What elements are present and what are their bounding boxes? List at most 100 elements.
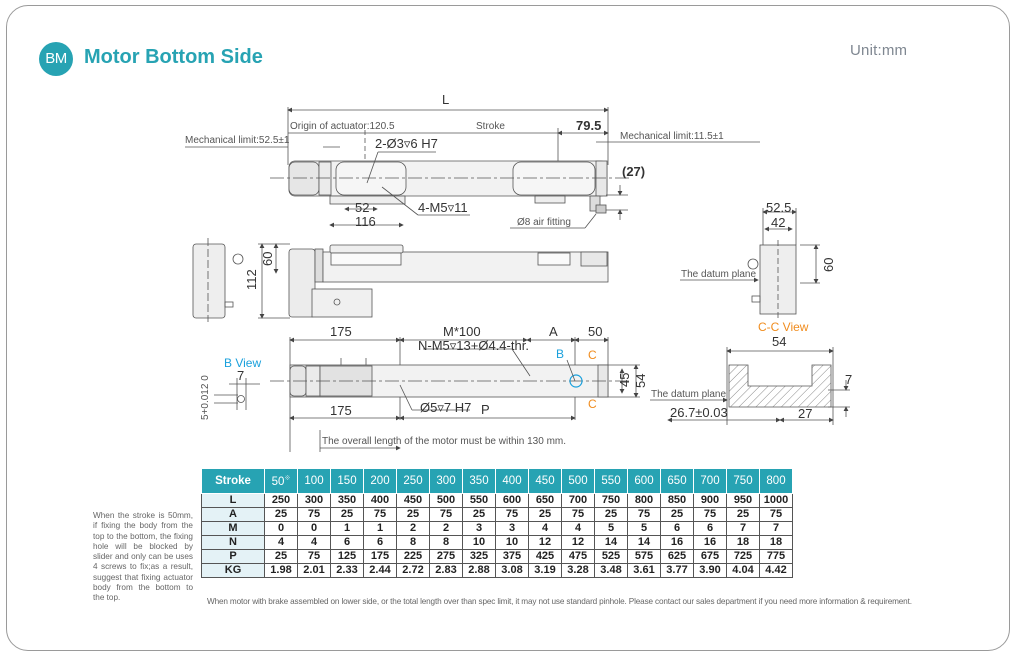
table-cell: 2.01: [297, 563, 331, 578]
table-cell: 725: [726, 549, 760, 564]
table-cell: 7: [726, 521, 760, 536]
table-cell: 175: [363, 549, 397, 564]
dim-45: 45: [617, 373, 632, 387]
table-cell: 75: [363, 507, 397, 522]
motor-length-note: The overall length of the motor must be …: [322, 436, 566, 447]
top-view: [185, 107, 760, 229]
table-cell: 2.88: [462, 563, 496, 578]
table-cell: 950: [726, 493, 760, 508]
header-stroke-6: 350: [462, 468, 496, 494]
table-cell: 225: [396, 549, 430, 564]
table-cell: 1: [330, 521, 364, 536]
table-cell: 375: [495, 549, 529, 564]
dim-L: L: [442, 92, 449, 107]
header-stroke: Stroke: [201, 468, 265, 494]
table-cell: 325: [462, 549, 496, 564]
table-cell: 125: [330, 549, 364, 564]
table-cell: 2.83: [429, 563, 463, 578]
table-cell: 900: [693, 493, 727, 508]
table-cell: 650: [528, 493, 562, 508]
b-view-dim-7: 7: [237, 368, 244, 383]
table-cell: 2: [396, 521, 430, 536]
table-cell: 75: [693, 507, 727, 522]
dim-116: 116: [355, 214, 376, 229]
table-cell: 4.42: [759, 563, 793, 578]
dim-112: 112: [244, 269, 259, 290]
stroke-value: 800: [766, 475, 786, 487]
stroke-value: 100: [304, 475, 324, 487]
table-cell: 350: [330, 493, 364, 508]
table-cell: 800: [627, 493, 661, 508]
table-cell: 2.33: [330, 563, 364, 578]
row-label: KG: [201, 563, 265, 578]
table-cell: 0: [264, 521, 298, 536]
table-cell: 4: [297, 535, 331, 550]
table-cell: 6: [693, 521, 727, 536]
table-cell: 10: [495, 535, 529, 550]
origin-label: Origin of actuator:120.5: [290, 121, 395, 132]
header-stroke-15: 800: [759, 468, 793, 494]
table-cell: 6: [330, 535, 364, 550]
header-stroke-14: 750: [726, 468, 760, 494]
b-marker: B: [556, 347, 564, 361]
header-stroke-10: 550: [594, 468, 628, 494]
table-cell: 775: [759, 549, 793, 564]
table-cell: 75: [561, 507, 595, 522]
dim-52-5: 52.5: [766, 200, 791, 215]
table-cell: 25: [594, 507, 628, 522]
bottom-view: [214, 337, 640, 452]
table-cell: 550: [462, 493, 496, 508]
table-cell: 475: [561, 549, 595, 564]
pin-hole-label: 2-Ø3▿6 H7: [375, 136, 438, 151]
end-view: [680, 208, 820, 320]
section-dim-27: 27: [798, 406, 812, 421]
table-cell: 25: [726, 507, 760, 522]
dim-26-7: 26.7±0.03: [670, 405, 728, 420]
stroke-value: 150: [337, 475, 357, 487]
table-cell: 16: [693, 535, 727, 550]
table-cell: 25: [528, 507, 562, 522]
table-cell: 300: [297, 493, 331, 508]
table-cell: 4: [561, 521, 595, 536]
c-marker-top: C: [588, 348, 597, 362]
dim-27: (27): [622, 164, 645, 179]
table-cell: 25: [396, 507, 430, 522]
stroke-value: 500: [568, 475, 588, 487]
dim-60-end: 60: [821, 258, 836, 272]
dim-175-bottom: 175: [330, 403, 352, 418]
table-cell: 3.19: [528, 563, 562, 578]
header-stroke-9: 500: [561, 468, 595, 494]
header-stroke-0: 50※: [264, 468, 298, 494]
stroke-value: 200: [370, 475, 390, 487]
table-cell: 16: [660, 535, 694, 550]
table-cell: 3.08: [495, 563, 529, 578]
section-dim-7: 7: [845, 372, 852, 387]
table-cell: 12: [561, 535, 595, 550]
dim-P: P: [481, 402, 490, 417]
table-cell: 18: [759, 535, 793, 550]
table-cell: 250: [264, 493, 298, 508]
table-cell: 25: [330, 507, 364, 522]
table-cell: 4: [528, 521, 562, 536]
table-cell: 25: [264, 507, 298, 522]
header-stroke-13: 700: [693, 468, 727, 494]
stroke-value: 700: [700, 475, 720, 487]
table-cell: 5: [627, 521, 661, 536]
table-cell: 75: [297, 549, 331, 564]
dim-175-top: 175: [330, 324, 352, 339]
footnote: When motor with brake assembled on lower…: [207, 597, 912, 606]
table-cell: 8: [396, 535, 430, 550]
table-cell: 600: [495, 493, 529, 508]
table-cell: 425: [528, 549, 562, 564]
table-cell: 1: [363, 521, 397, 536]
c-c-view-caption: C-C View: [758, 320, 809, 334]
mech-limit-left: Mechanical limit:52.5±1: [185, 135, 290, 146]
stroke-value: 50: [271, 475, 285, 488]
holes-label: N-M5▿13+Ø4.4-thr.: [418, 338, 529, 353]
stroke-value: 300: [436, 475, 456, 487]
table-cell: 675: [693, 549, 727, 564]
stroke-value: 600: [634, 475, 654, 487]
